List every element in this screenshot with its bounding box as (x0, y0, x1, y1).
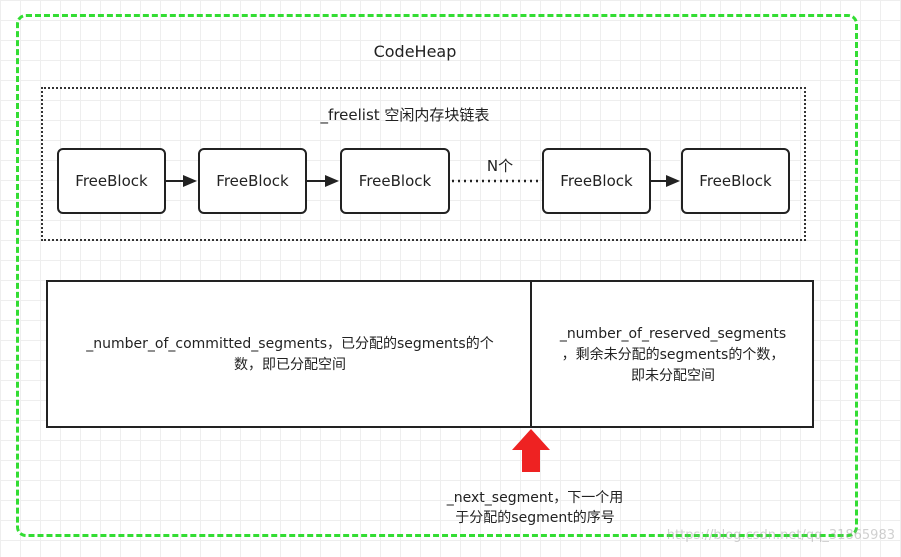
committed-line-1: _number_of_committed_segments，已分配的segmen… (86, 336, 494, 352)
committed-line-2: 数，即已分配空间 (234, 357, 346, 373)
up-arrow-icon (512, 429, 550, 472)
reserved-line-1: _number_of_reserved_segments (559, 326, 787, 342)
committed-segments-text: _number_of_committed_segments，已分配的segmen… (52, 334, 528, 376)
segments-container (46, 280, 814, 428)
freelist-container (41, 87, 806, 241)
codeheap-container (16, 14, 858, 537)
watermark: https://blog.csdn.net/qq_31865983 (666, 528, 895, 543)
reserved-line-2: ，剩余未分配的segments的个数， (561, 347, 785, 363)
segments-divider (530, 280, 532, 428)
next-segment-line-2: 于分配的segment的序号 (455, 510, 615, 526)
free-block-4: FreeBlock (542, 148, 651, 214)
codeheap-title: CodeHeap (373, 42, 457, 61)
free-block-3: FreeBlock (340, 148, 450, 214)
reserved-line-3: 即未分配空间 (631, 368, 715, 384)
next-segment-label: _next_segment，下一个用 于分配的segment的序号 (400, 488, 670, 528)
arrow-4-head (666, 175, 680, 187)
free-block-1: FreeBlock (57, 148, 166, 214)
arrow-1-head (183, 175, 197, 187)
next-segment-line-1: _next_segment，下一个用 (446, 490, 624, 506)
free-block-5: FreeBlock (681, 148, 790, 214)
n-count-label: N个 (486, 157, 514, 175)
reserved-segments-text: _number_of_reserved_segments ，剩余未分配的segm… (536, 324, 810, 387)
free-block-2: FreeBlock (198, 148, 307, 214)
arrow-2-head (325, 175, 339, 187)
freelist-label: _freelist 空闲内存块链表 (320, 106, 490, 124)
